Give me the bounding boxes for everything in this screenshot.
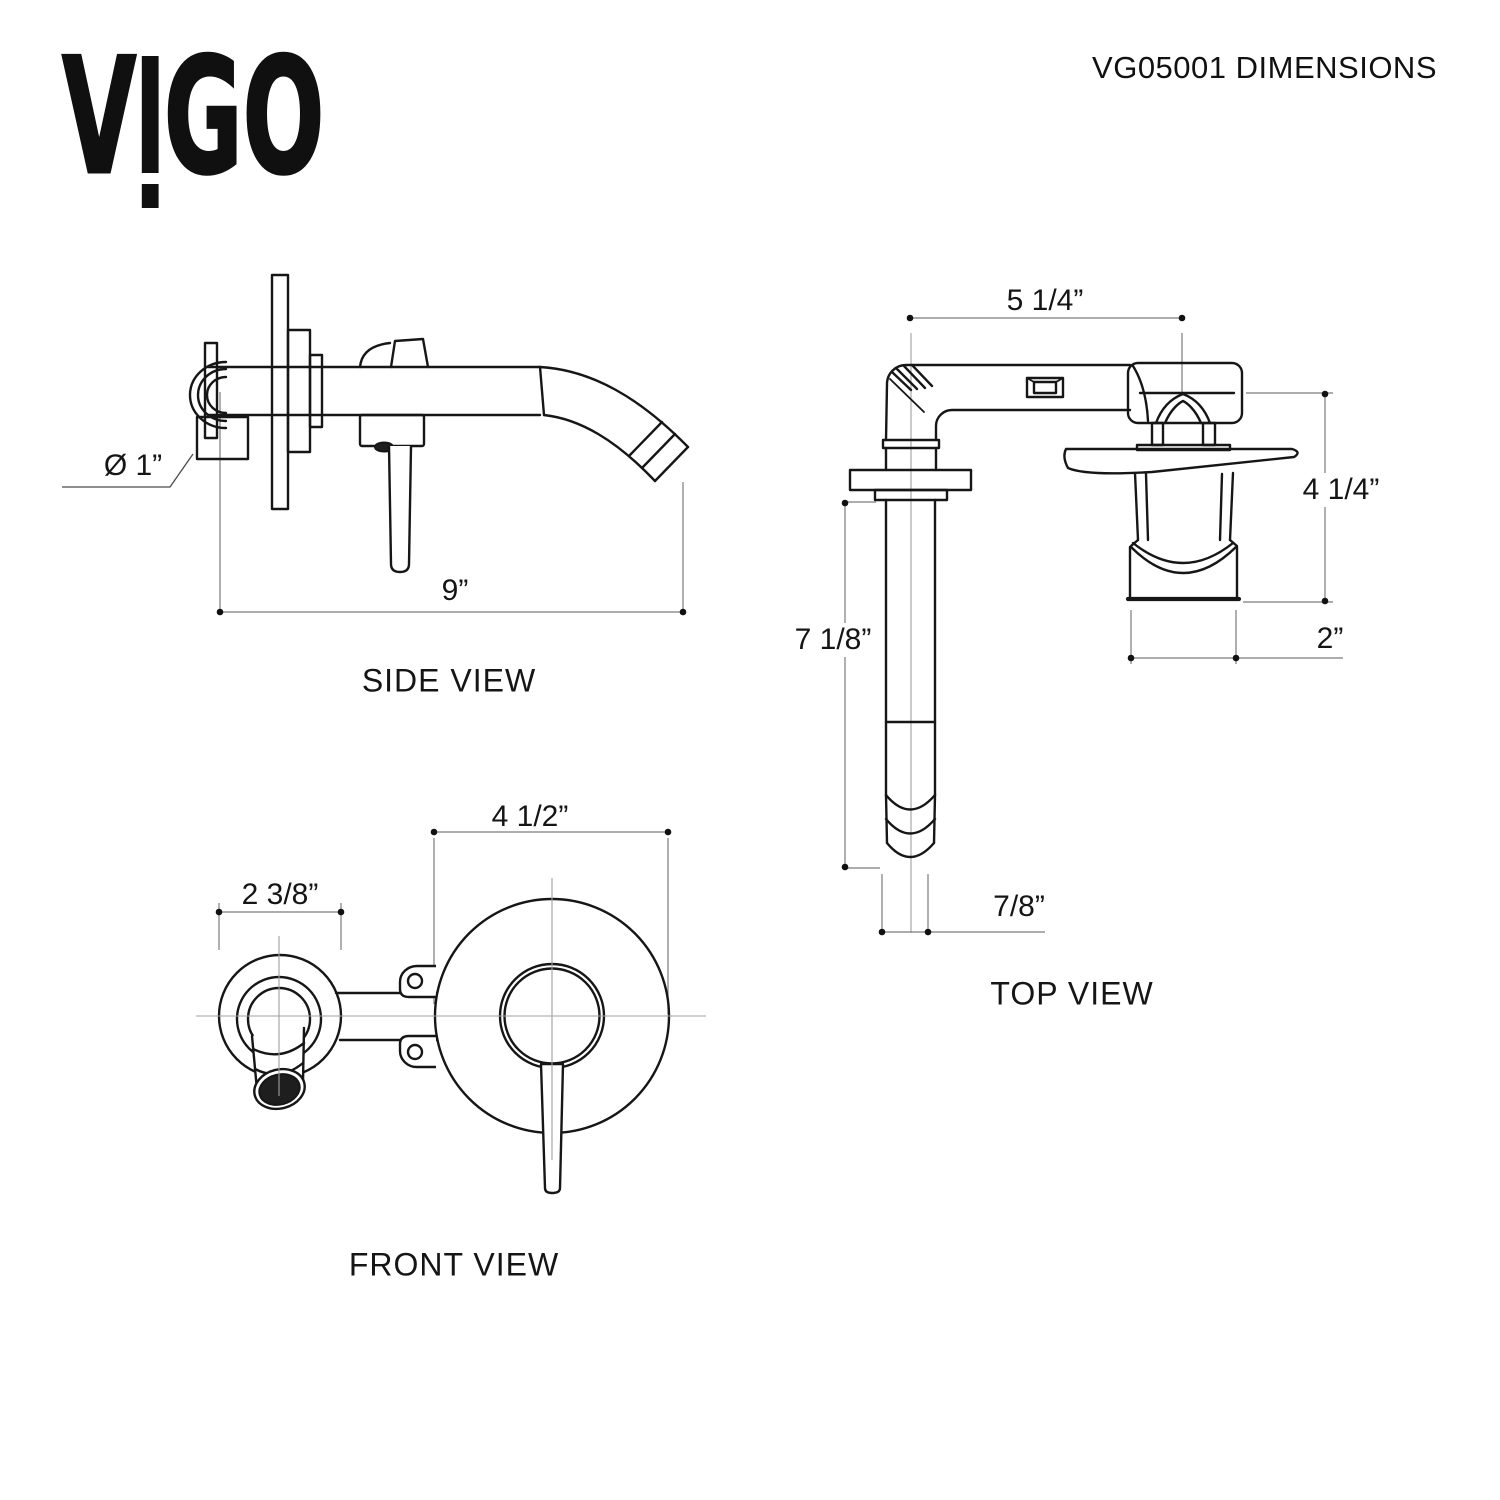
logo-letter-v: V [61,23,137,210]
top-view-label: TOP VIEW [990,975,1154,1012]
dim-spout-diameter: Ø 1” [103,449,163,482]
vigo-logo: V GO [61,23,325,210]
dim-handle-base-width: 2” [1316,622,1344,655]
dim-spout-plate-diameter: 2 3/8” [241,878,319,911]
dim-spout-projection: 7 1/8” [790,623,876,657]
front-view-dimension-lines [215,828,672,1014]
logo-i-dot [141,184,159,208]
dim-handle-plate-diameter: 4 1/2” [491,800,569,833]
logo-letters-go: GO [163,23,325,210]
dim-spout-tube-diameter: 7/8” [993,890,1045,923]
side-view-label: SIDE VIEW [361,662,537,699]
dim-handle-assembly-depth: 4 1/4” [1298,473,1384,507]
front-view-label: FRONT VIEW [348,1246,560,1283]
dim-spout-to-handle-center: 5 1/4” [1006,284,1084,317]
side-view-spout [206,365,690,483]
front-view-mounting-bracket [334,964,438,1069]
page-title: VG05001 DIMENSIONS [1092,50,1437,85]
side-view-handle [358,337,430,574]
logo-i-bar [141,56,159,173]
side-view-inlet [188,341,250,461]
dim-overall-length: 9” [441,574,469,607]
side-view-drawing [62,273,690,616]
top-view-handle-assembly [1063,361,1299,602]
front-view-centerlines [196,878,706,1160]
side-view-wall-plate [270,273,324,511]
top-view-drawing [841,314,1343,936]
logo-letter-i [141,37,159,208]
top-view-dimension-lines [841,314,1343,936]
front-view-drawing [196,828,706,1195]
front-view-spout-assembly [217,953,343,1111]
top-view-spout-arm [848,363,1132,859]
side-view-dimension-lines [62,392,687,616]
